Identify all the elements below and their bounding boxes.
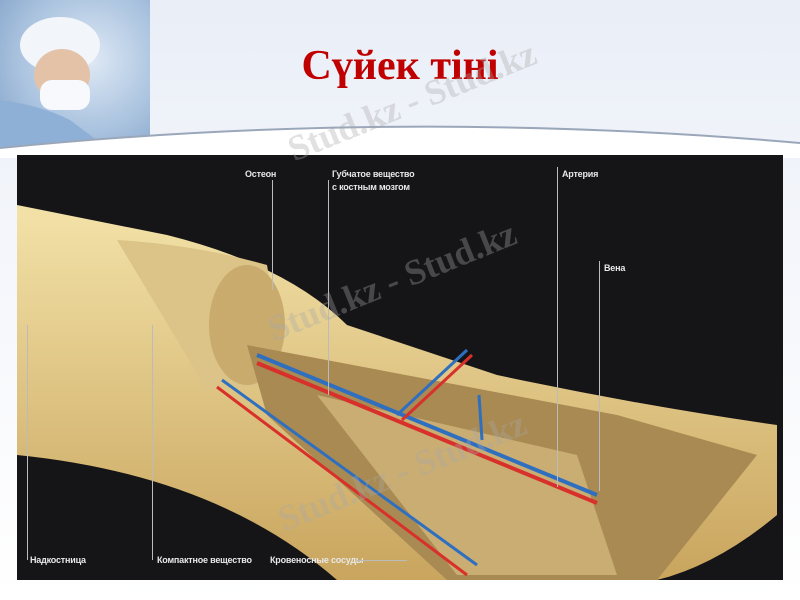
periosteum-leader [27,325,28,560]
label-spongy-line2: с костным мозгом [332,182,410,192]
label-osteon: Остеон [245,169,277,179]
vessels-leader [357,560,407,561]
osteon-leader [272,180,273,290]
vein-leader [599,261,600,491]
label-compact: Компактное вещество [157,555,252,565]
artery-leader [557,167,558,487]
bone-tissue-diagram: Остеон Губчатое вещество с костным мозго… [17,155,783,580]
slide-title: Сүйек тіні [301,43,499,89]
header-divider-swoosh [0,125,800,158]
label-vein: Вена [604,263,626,273]
header-photo-surgeon [0,0,150,150]
compact-leader [152,325,153,560]
blood-vessels [216,348,598,577]
label-artery: Артерия [562,169,599,179]
surgeon-illustration [0,17,110,150]
spongy-leader [328,180,329,395]
label-vessels: Кровеносные сосуды [270,555,364,565]
bone-cross-section [17,205,777,580]
label-periosteum: Надкостница [30,555,86,565]
label-spongy-line1: Губчатое вещество [332,169,415,179]
